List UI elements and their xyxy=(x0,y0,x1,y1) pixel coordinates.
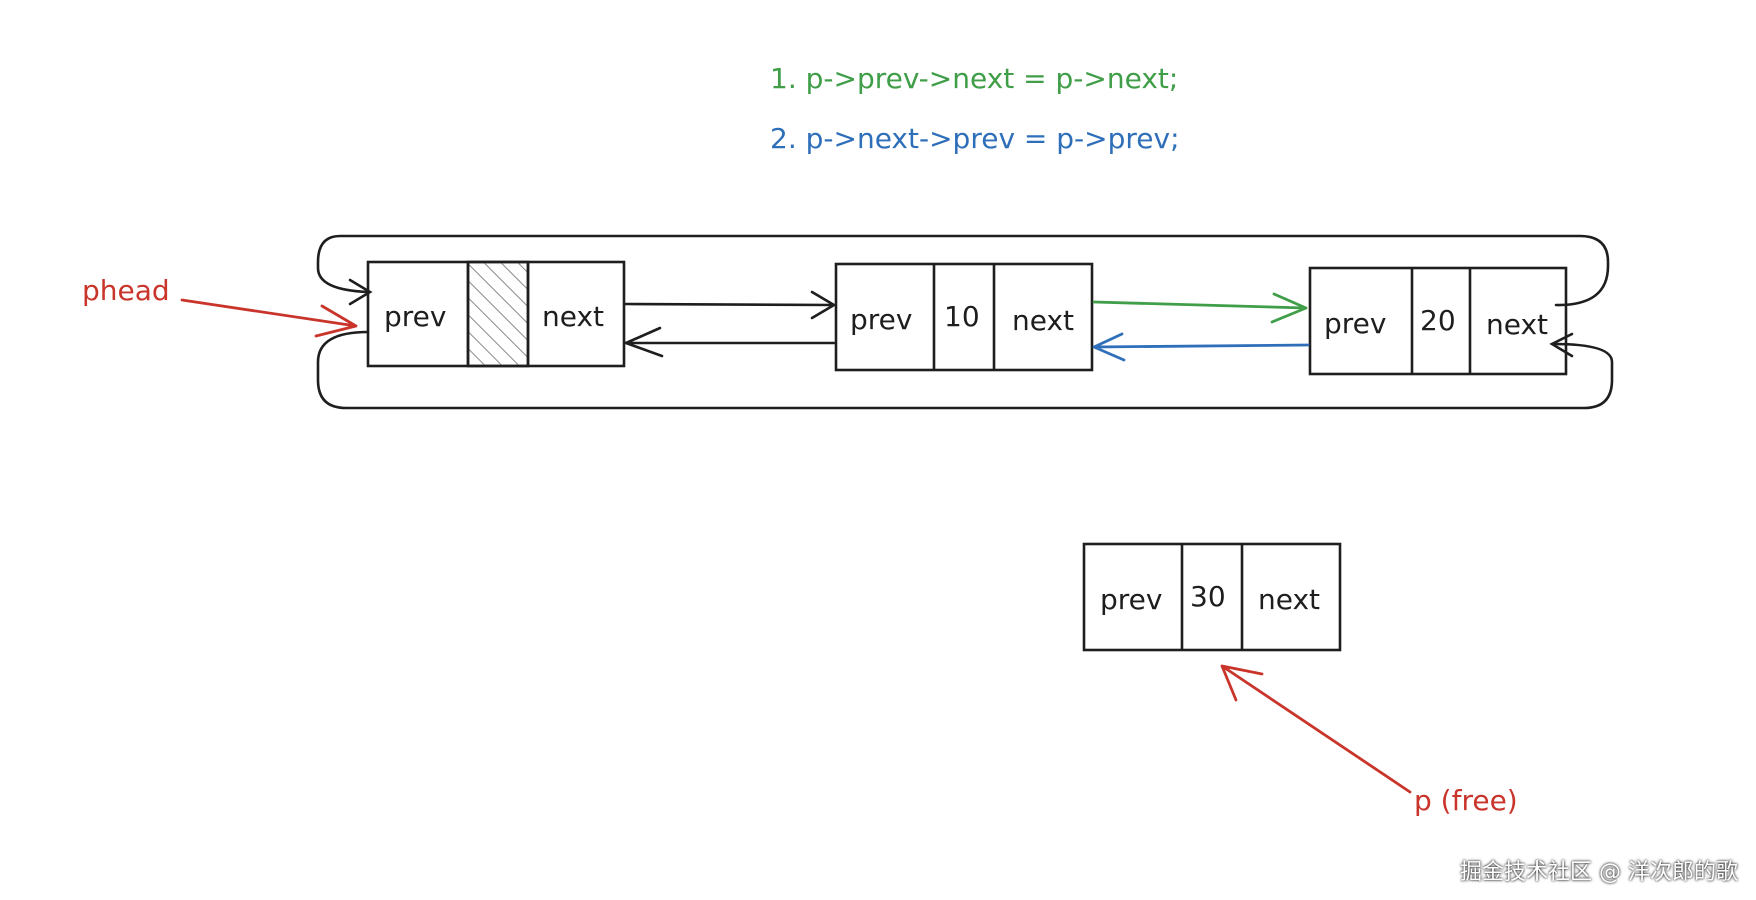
node-head-prev-label: prev xyxy=(384,300,446,333)
link-step1-green xyxy=(1092,292,1308,324)
node-10 xyxy=(834,262,1094,372)
code-line-1: 1. p->prev->next = p->next; xyxy=(770,62,1179,95)
circular-link-loop xyxy=(316,234,1614,410)
p-free-label: p (free) xyxy=(1414,784,1518,817)
p-free-arrow xyxy=(1220,664,1412,794)
phead-arrow xyxy=(180,298,358,338)
link-head-to-10 xyxy=(624,290,836,320)
node-head-next-label: next xyxy=(542,300,604,333)
watermark: 掘金技术社区 @ 洋次郎的歌 xyxy=(1460,860,1738,885)
node-20-prev-label: prev xyxy=(1324,307,1386,340)
node-30-next-label: next xyxy=(1258,583,1320,616)
node-30-prev-label: prev xyxy=(1100,583,1162,616)
node-10-prev-label: prev xyxy=(850,303,912,336)
node-20-next-label: next xyxy=(1486,308,1548,341)
phead-label: phead xyxy=(82,274,170,307)
node-10-next-label: next xyxy=(1012,304,1074,337)
node-30 xyxy=(1082,542,1342,652)
code-line-2: 2. p->next->prev = p->prev; xyxy=(770,122,1180,155)
node-20 xyxy=(1308,266,1568,376)
node-head xyxy=(366,260,626,368)
link-10-to-head xyxy=(624,326,836,358)
loop-arrowhead-head xyxy=(348,278,373,306)
node-10-data: 10 xyxy=(944,300,980,333)
node-20-data: 20 xyxy=(1420,304,1456,337)
node-30-data: 30 xyxy=(1190,580,1226,613)
link-step2-blue xyxy=(1092,332,1310,362)
